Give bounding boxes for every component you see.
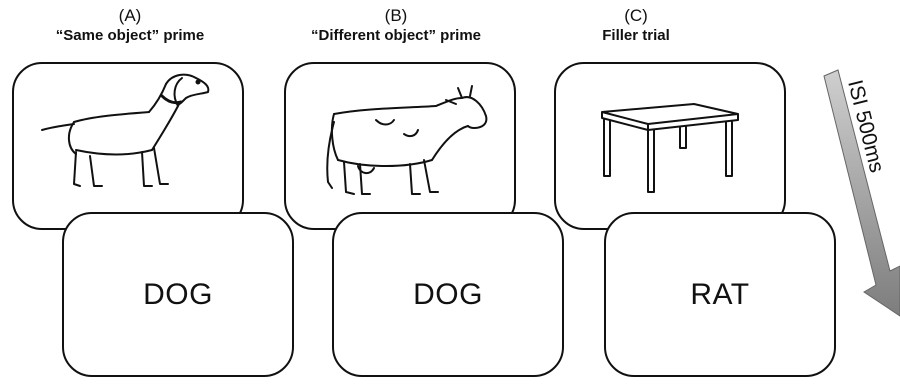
dog-picture-card <box>12 62 244 230</box>
cow-picture-card <box>284 62 516 230</box>
target-word-a: DOG <box>143 277 213 311</box>
column-c-header: (C) Filler trial <box>506 6 766 45</box>
column-b-title: “Different object” prime <box>310 27 482 44</box>
table-picture-card <box>554 62 786 230</box>
column-a-title: “Same object” prime <box>55 27 205 44</box>
isi-timeline-arrow: ISI 500ms <box>823 69 900 317</box>
word-card-c: RAT <box>604 212 836 377</box>
column-a-header: (A) “Same object” prime <box>0 6 260 45</box>
word-card-a: DOG <box>62 212 294 377</box>
table-drawing <box>601 103 739 193</box>
target-word-b: DOG <box>413 277 483 311</box>
column-b-header: (B) “Different object” prime <box>266 6 526 45</box>
column-c-letter: (C) <box>624 6 648 25</box>
target-word-c: RAT <box>690 277 750 311</box>
column-b-letter: (B) <box>384 6 408 25</box>
word-card-b: DOG <box>332 212 564 377</box>
column-a-letter: (A) <box>118 6 142 25</box>
dog-drawing <box>41 73 210 187</box>
cow-drawing <box>326 85 488 195</box>
column-c-title: Filler trial <box>602 27 670 44</box>
